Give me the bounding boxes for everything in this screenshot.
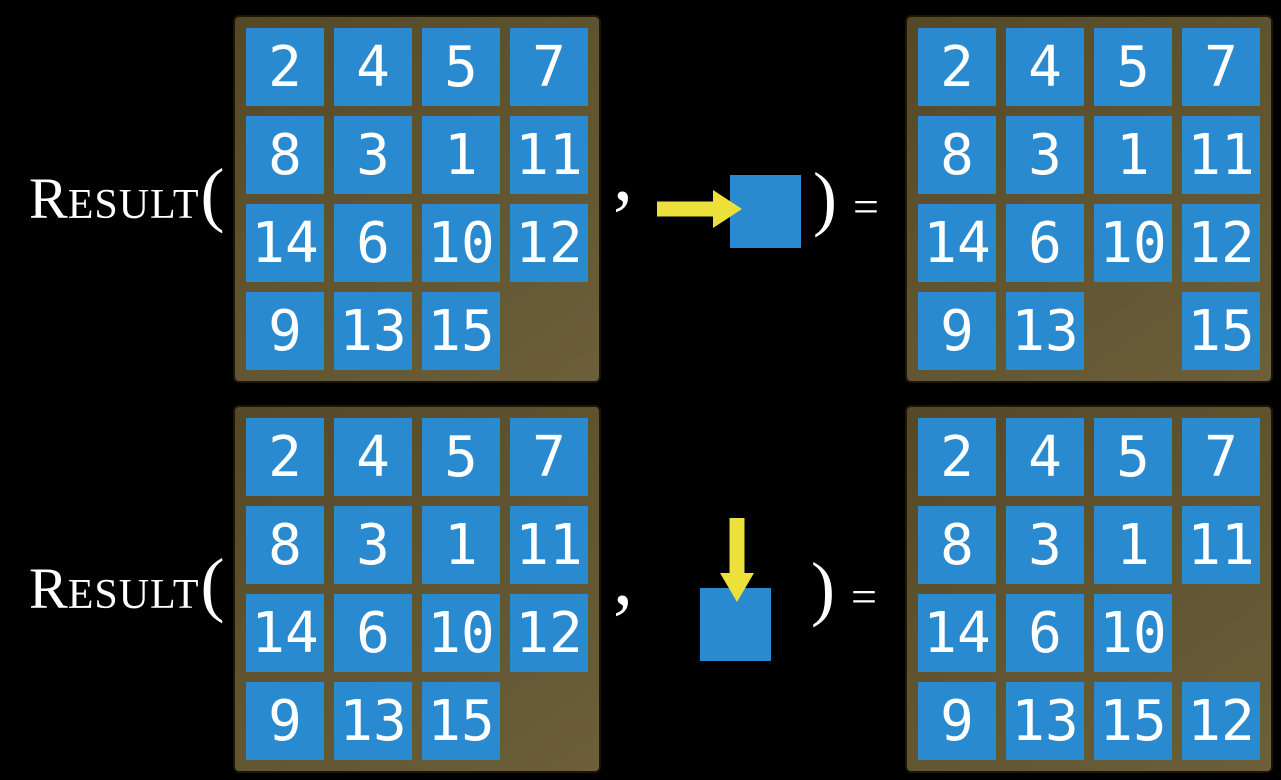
puzzle-tile-1: 1 xyxy=(422,506,500,584)
puzzle-tile-11: 11 xyxy=(1182,506,1260,584)
puzzle-tile-6: 6 xyxy=(1006,204,1084,282)
puzzle-tile-12: 12 xyxy=(1182,682,1260,760)
puzzle-tile-4: 4 xyxy=(1006,418,1084,496)
puzzle-tile-3: 3 xyxy=(334,506,412,584)
puzzle-tile-9: 9 xyxy=(918,292,996,370)
close-paren-equals-2: )= xyxy=(811,552,877,624)
puzzle-tile-9: 9 xyxy=(918,682,996,760)
puzzle-tile-12: 12 xyxy=(1182,204,1260,282)
puzzle-tile-1: 1 xyxy=(1094,506,1172,584)
close-paren: ) xyxy=(811,548,835,628)
puzzle-tile-12: 12 xyxy=(510,594,588,672)
puzzle-tile-7: 7 xyxy=(1182,418,1260,496)
result-label-initial: R xyxy=(29,166,68,231)
puzzle-tile-13: 13 xyxy=(1006,682,1084,760)
puzzle-tile-8: 8 xyxy=(246,116,324,194)
puzzle-tile-15: 15 xyxy=(1182,292,1260,370)
puzzle-tile-10: 10 xyxy=(1094,204,1172,282)
open-paren: ( xyxy=(200,544,225,624)
result-label-smallcaps: ESULT xyxy=(67,572,200,618)
puzzle-tile-6: 6 xyxy=(334,204,412,282)
puzzle-tile-3: 3 xyxy=(1006,506,1084,584)
puzzle-tile-9: 9 xyxy=(246,292,324,370)
puzzle-tile-4: 4 xyxy=(1006,28,1084,106)
puzzle-tile-7: 7 xyxy=(510,28,588,106)
puzzle-tile-14: 14 xyxy=(918,594,996,672)
puzzle-tile-11: 11 xyxy=(1182,116,1260,194)
puzzle-tile-2: 2 xyxy=(246,28,324,106)
puzzle-tile-1: 1 xyxy=(1094,116,1172,194)
puzzle-tile-4: 4 xyxy=(334,418,412,496)
puzzle-tile-13: 13 xyxy=(334,292,412,370)
puzzle-tile-7: 7 xyxy=(510,418,588,496)
move-right-arrow-icon xyxy=(657,190,742,228)
puzzle-tile-2: 2 xyxy=(918,28,996,106)
puzzle-tile-2: 2 xyxy=(246,418,324,496)
puzzle-tile-1: 1 xyxy=(422,116,500,194)
puzzle-tile-8: 8 xyxy=(246,506,324,584)
empty-cell xyxy=(510,682,588,760)
result-function-label-2: RESULT( xyxy=(29,548,224,620)
puzzle-tile-6: 6 xyxy=(334,594,412,672)
puzzle-tile-15: 15 xyxy=(1094,682,1172,760)
puzzle-tile-5: 5 xyxy=(422,418,500,496)
puzzle-tile-3: 3 xyxy=(1006,116,1084,194)
puzzle-tile-5: 5 xyxy=(1094,28,1172,106)
puzzle-tile-3: 3 xyxy=(334,116,412,194)
blank-tile-square xyxy=(700,588,771,661)
puzzle-tile-14: 14 xyxy=(246,204,324,282)
puzzle-tile-13: 13 xyxy=(334,682,412,760)
puzzle-tile-8: 8 xyxy=(918,506,996,584)
comma: , xyxy=(613,534,633,622)
equals-sign: = xyxy=(850,571,877,622)
puzzle-tile-5: 5 xyxy=(1094,418,1172,496)
empty-cell xyxy=(1094,292,1172,370)
puzzle-tile-5: 5 xyxy=(422,28,500,106)
puzzle-tile-6: 6 xyxy=(1006,594,1084,672)
puzzle-tile-12: 12 xyxy=(510,204,588,282)
close-paren: ) xyxy=(813,158,837,238)
result-label-smallcaps: ESULT xyxy=(67,182,200,228)
puzzle-tile-10: 10 xyxy=(422,204,500,282)
puzzle-tile-15: 15 xyxy=(422,682,500,760)
comma: , xyxy=(613,130,633,218)
puzzle-tile-4: 4 xyxy=(334,28,412,106)
puzzle-tile-10: 10 xyxy=(422,594,500,672)
puzzle-tile-9: 9 xyxy=(246,682,324,760)
puzzle-tile-2: 2 xyxy=(918,418,996,496)
blank-tile-square xyxy=(730,175,801,248)
result-label-initial: R xyxy=(29,556,68,621)
puzzle-tile-11: 11 xyxy=(510,506,588,584)
open-paren: ( xyxy=(200,154,225,234)
close-paren-equals-1: )= xyxy=(813,162,879,234)
puzzle-tile-15: 15 xyxy=(422,292,500,370)
empty-cell xyxy=(510,292,588,370)
puzzle-tile-8: 8 xyxy=(918,116,996,194)
move-down-arrow-icon xyxy=(720,518,754,602)
empty-cell xyxy=(1182,594,1260,672)
puzzle-tile-14: 14 xyxy=(246,594,324,672)
equals-sign: = xyxy=(852,181,879,232)
result-function-label-1: RESULT( xyxy=(29,158,224,230)
puzzle-tile-10: 10 xyxy=(1094,594,1172,672)
puzzle-tile-13: 13 xyxy=(1006,292,1084,370)
puzzle-tile-11: 11 xyxy=(510,116,588,194)
puzzle-tile-7: 7 xyxy=(1182,28,1260,106)
puzzle-tile-14: 14 xyxy=(918,204,996,282)
